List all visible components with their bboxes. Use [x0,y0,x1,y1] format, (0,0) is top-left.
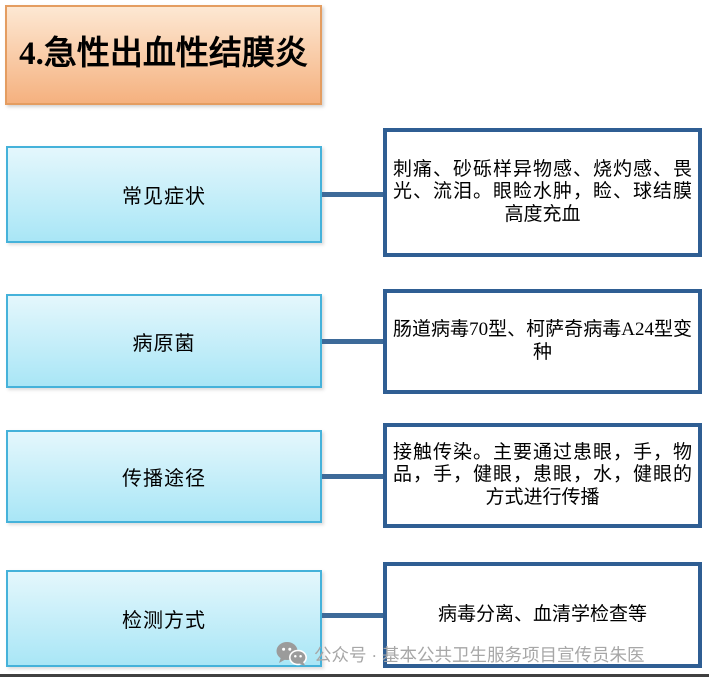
detail-text: 接触传染。主要通过患眼，手，物品，手，健眼，患眼，水，健眼的方式进行传播 [393,441,692,508]
detail-box-transmission: 接触传染。主要通过患眼，手，物品，手，健眼，患眼，水，健眼的方式进行传播 [383,423,702,528]
topic-label: 病原菌 [132,332,196,355]
detail-text: 病毒分离、血清学检查等 [437,603,647,625]
topic-box-pathogen: 病原菌 [6,294,322,388]
connector-line [322,474,383,479]
detail-box-detection: 病毒分离、血清学检查等 [383,562,702,668]
watermark: 公众号 · 基本公共卫生服务项目宣传员朱医 [276,641,645,667]
topic-label: 常见症状 [122,186,206,208]
detail-text: 刺痛、砂砾样异物感、烧灼感、畏光、流泪。眼睑水肿，睑、球结膜高度充血 [393,158,692,225]
wechat-icon [276,641,307,667]
detail-text: 肠道病毒70型、柯萨奇病毒A24型变种 [393,319,692,363]
connector-line [322,192,383,197]
topic-label: 检测方式 [122,610,206,632]
topic-box-detection: 检测方式 [6,570,322,667]
watermark-text: 公众号 · 基本公共卫生服务项目宣传员朱医 [314,644,645,665]
detail-box-symptoms: 刺痛、砂砾样异物感、烧灼感、畏光、流泪。眼睑水肿，睑、球结膜高度充血 [383,128,702,257]
topic-box-symptoms: 常见症状 [6,146,322,243]
page-title: 4.急性出血性结膜炎 [19,36,308,73]
connector-line [322,339,383,344]
connector-line [322,613,383,618]
bottom-divider-line [0,674,709,677]
topic-label: 传播途径 [122,468,206,490]
title-box: 4.急性出血性结膜炎 [5,5,322,105]
detail-box-pathogen: 肠道病毒70型、柯萨奇病毒A24型变种 [383,289,702,394]
topic-box-transmission: 传播途径 [6,430,322,523]
